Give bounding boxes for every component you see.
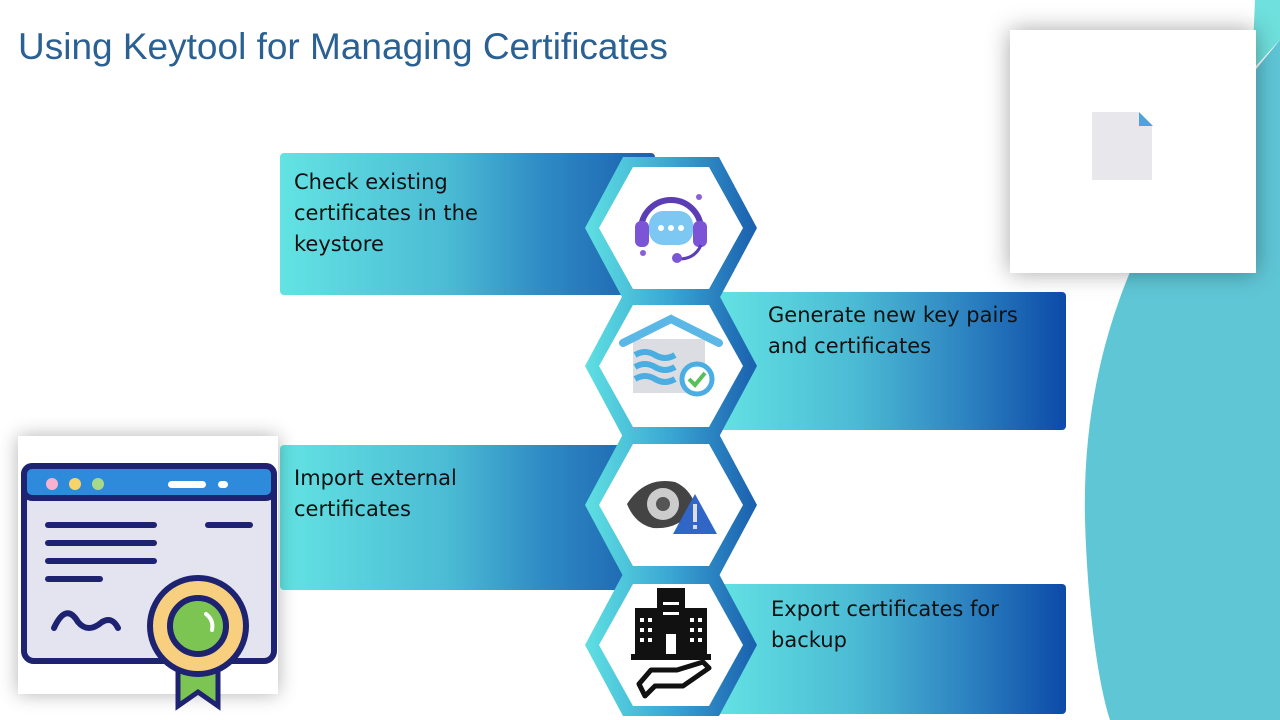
step-line: Check existing <box>294 170 448 194</box>
building-hand-icon <box>631 588 712 699</box>
hexagon-frame <box>585 157 757 299</box>
page-title: Using Keytool for Managing Certificates <box>18 26 668 67</box>
step-text-generate: Generate new key pairs and certificates <box>768 300 1018 362</box>
step-text-check: Check existing certificates in the keyst… <box>294 167 478 260</box>
step-text-export: Export certificates for backup <box>771 594 999 656</box>
hexagon-frame <box>585 434 757 576</box>
headset-chat-icon <box>635 194 707 263</box>
step-line: Generate new key pairs <box>768 303 1018 327</box>
step-panel-generate <box>715 292 1066 430</box>
certificate-illustration <box>18 436 278 711</box>
step-line: certificates in the <box>294 201 478 225</box>
step-line: backup <box>771 628 847 652</box>
house-check-icon <box>619 314 723 397</box>
hexagon-frame <box>585 295 757 437</box>
step-panel-export <box>715 584 1066 714</box>
hexagon-frame <box>585 574 757 716</box>
step-line: and certificates <box>768 334 932 358</box>
document-corner-icon <box>1139 112 1153 126</box>
step-line: keystore <box>294 232 384 256</box>
certificate-icon <box>21 463 277 711</box>
step-line: certificates <box>294 497 411 521</box>
step-line: Export certificates for <box>771 597 999 621</box>
embedded-media-placeholder[interactable] <box>1010 30 1256 273</box>
step-line: Import external <box>294 466 457 490</box>
eye-warning-icon <box>627 480 717 534</box>
step-text-import: Import external certificates <box>294 463 457 525</box>
